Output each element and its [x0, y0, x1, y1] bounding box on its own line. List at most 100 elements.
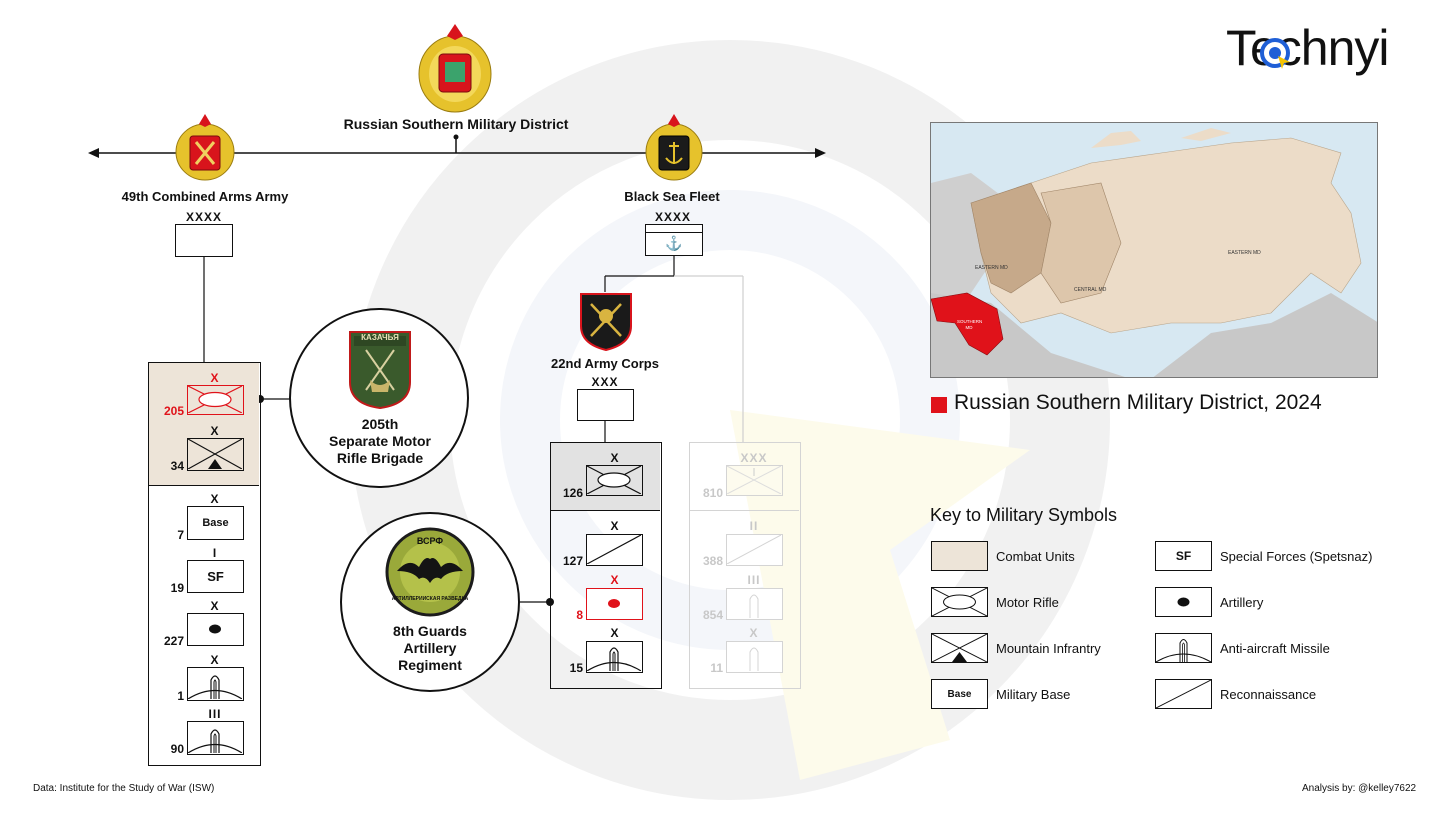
unit-7-symbol: Base	[187, 506, 244, 540]
unit-8-number: 8	[576, 608, 583, 622]
key-label-sf: Special Forces (Spetsnaz)	[1220, 548, 1373, 564]
army-title: 49th Combined Arms Army	[121, 189, 289, 204]
brigade-patch-text: КАЗАЧЬЯ	[361, 333, 399, 342]
unit-19-number: 19	[170, 581, 184, 595]
fleet-emblem	[645, 114, 703, 181]
unit-854-symbol	[726, 588, 783, 620]
unit-19-echelon: I	[212, 546, 218, 560]
key-item-base: Base Military Base	[931, 679, 1070, 709]
unit-1-number: 1	[177, 689, 184, 703]
base-icon: Base	[931, 679, 988, 709]
key-item-combat: Combat Units	[931, 541, 1075, 571]
corps-echelon: XXX	[591, 375, 619, 389]
unit-1-symbol	[187, 667, 244, 701]
key-label-anti-aircraft: Anti-aircraft Missile	[1220, 640, 1330, 656]
unit-34-symbol	[187, 438, 244, 471]
mountain-infantry-icon	[931, 633, 988, 663]
corps-title: 22nd Army Corps	[551, 356, 659, 371]
corps-emblem	[580, 293, 632, 352]
fleet-echelon: XXXX	[654, 210, 692, 224]
unit-205-echelon: X	[210, 371, 220, 385]
anti-aircraft-icon	[586, 647, 642, 672]
key-item-artillery: Artillery	[1155, 587, 1263, 617]
brigade-patch	[349, 331, 411, 410]
map-label-eastern-west: EASTERN MD	[975, 265, 1008, 271]
unit-227-echelon: X	[210, 599, 220, 613]
corps-units-panel	[550, 442, 662, 689]
anti-aircraft-icon	[187, 729, 243, 754]
unit-388-number: 388	[702, 554, 723, 568]
unit-810-echelon: XXX	[740, 451, 768, 465]
map-caption-year: 2024	[1274, 391, 1322, 414]
regiment-patch-text-bottom: АРТИЛЛЕРИЙСКАЯ РАЗВЕДКА	[391, 596, 469, 602]
motor-rifle-icon	[586, 465, 642, 495]
unit-11-echelon: X	[749, 626, 759, 640]
footer-credit: Analysis by: @kelley7622	[1302, 783, 1417, 794]
key-item-reconnaissance: Reconnaissance	[1155, 679, 1316, 709]
regiment-patch	[385, 527, 475, 617]
brigade-caption-line3: Rifle Brigade	[336, 450, 424, 466]
unit-11-number: 11	[710, 661, 723, 675]
unit-227-number: 227	[163, 634, 184, 648]
key-label-combat: Combat Units	[996, 548, 1075, 564]
motor-rifle-icon	[187, 385, 243, 414]
unit-227-symbol	[187, 613, 244, 646]
unit-15-number: 15	[569, 661, 583, 675]
map-label-southern: SOUTHERN MD	[957, 319, 983, 330]
mountain-infantry-icon	[187, 438, 243, 470]
unit-7-echelon: X	[210, 492, 220, 506]
unit-34-echelon: X	[210, 424, 220, 438]
key-label-reconnaissance: Reconnaissance	[1220, 686, 1317, 702]
brigade-caption-line1: 205th	[361, 416, 399, 432]
army-combat-section	[149, 363, 259, 486]
unit-126-echelon: X	[610, 451, 620, 465]
key-item-anti-aircraft: Anti-aircraft Missile	[1155, 633, 1330, 663]
unit-19-symbol: SF	[187, 560, 244, 593]
faded-units-panel	[689, 442, 801, 689]
unit-34-number: 34	[170, 459, 184, 473]
brigade-caption-line2: Separate Motor	[329, 433, 431, 449]
unit-127-echelon: X	[610, 519, 620, 533]
map-label-eastern: EASTERN MD	[1228, 250, 1261, 256]
anti-aircraft-icon	[1155, 633, 1212, 663]
key-label-mountain-infantry: Mountain Infrantry	[996, 640, 1101, 656]
map-legend-swatch	[931, 397, 947, 413]
unit-388-echelon: II	[749, 519, 759, 533]
key-item-motor-rifle: Motor Rifle	[931, 587, 1059, 617]
army-units-panel	[148, 362, 261, 766]
footer-source: Data: Institute for the Study of War (IS…	[33, 783, 215, 794]
regiment-caption-line2: Artillery	[403, 640, 457, 656]
corps-symbol-box	[577, 389, 634, 421]
unit-7-number: 7	[177, 528, 184, 542]
key-label-artillery: Artillery	[1220, 594, 1264, 610]
unit-15-echelon: X	[610, 626, 620, 640]
regiment-patch-text-top: ВСРФ	[416, 536, 444, 546]
unit-126-symbol	[586, 465, 643, 496]
army-echelon: XXXX	[185, 210, 223, 224]
unit-205-symbol	[187, 385, 244, 415]
russia-map: EASTERN MD CENTRAL MD EASTERN MD SOUTHER…	[930, 122, 1378, 378]
key-item-mountain-infantry: Mountain Infrantry	[931, 633, 1101, 663]
fleet-symbol-box: ⚓	[645, 224, 703, 256]
artillery-icon	[608, 599, 620, 608]
anchor-icon: ⚓	[665, 235, 683, 251]
artillery-icon	[209, 624, 221, 634]
unit-11-symbol	[726, 641, 783, 673]
key-item-sf: SF Special Forces (Spetsnaz)	[1155, 541, 1372, 571]
unit-126-number: 126	[562, 486, 583, 500]
fleet-title: Black Sea Fleet	[624, 189, 720, 204]
reconnaissance-icon	[1155, 679, 1212, 709]
technyi-logo: Technyi	[1226, 20, 1390, 76]
unit-15-symbol	[586, 641, 643, 673]
unit-810-number: 810	[702, 486, 723, 500]
map-caption: Russian Southern Military District,	[954, 391, 1270, 414]
map-label-central: CENTRAL MD	[1074, 287, 1107, 293]
motor-rifle-icon	[931, 587, 988, 617]
key-label-motor-rifle: Motor Rifle	[996, 594, 1059, 610]
unit-90-echelon: III	[208, 707, 222, 721]
unit-810-symbol	[726, 465, 783, 496]
unit-388-symbol	[726, 534, 783, 566]
unit-1-echelon: X	[210, 653, 220, 667]
unit-127-symbol	[586, 534, 643, 566]
key-label-base: Military Base	[996, 686, 1071, 702]
